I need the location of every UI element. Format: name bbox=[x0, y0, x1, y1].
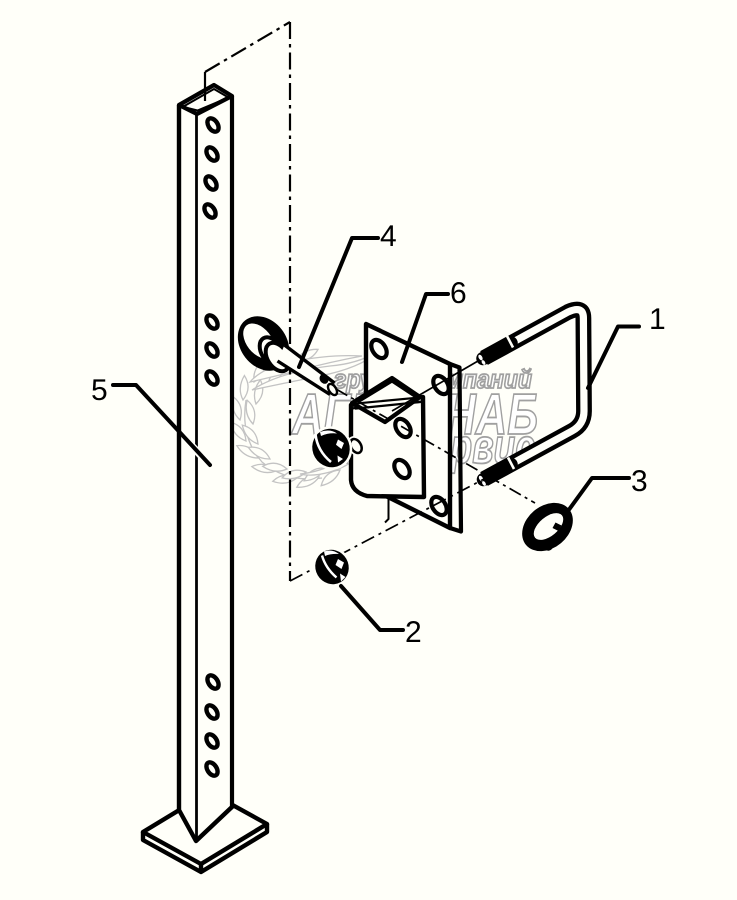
svg-text:5: 5 bbox=[91, 374, 108, 407]
svg-text:3: 3 bbox=[631, 465, 648, 498]
svg-text:6: 6 bbox=[450, 277, 467, 310]
svg-text:2: 2 bbox=[405, 616, 422, 649]
svg-text:1: 1 bbox=[649, 303, 666, 336]
svg-text:4: 4 bbox=[380, 220, 397, 253]
